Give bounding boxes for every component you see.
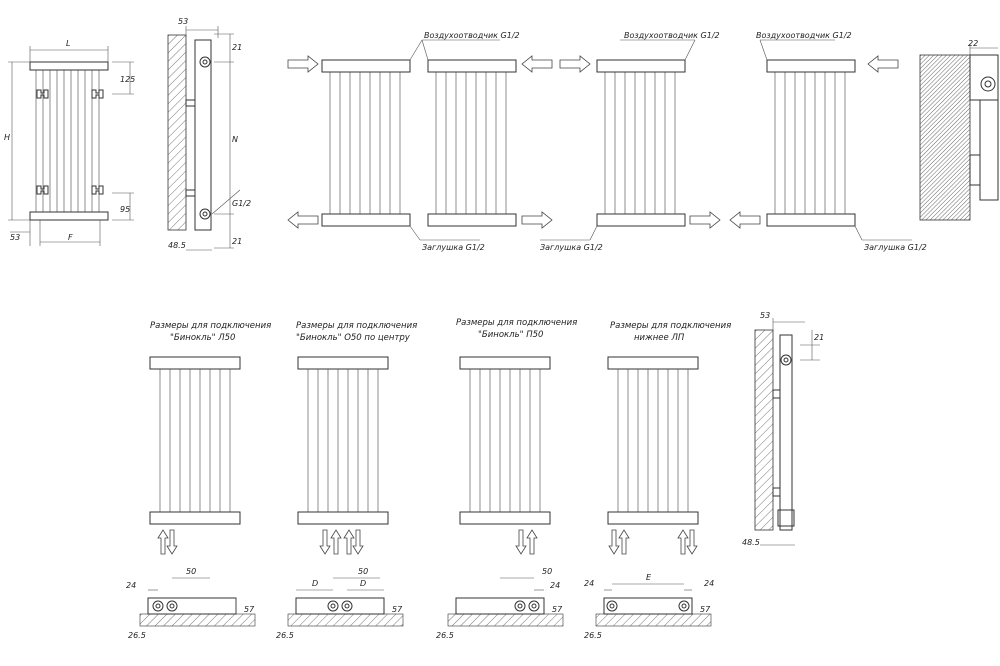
dim-22: 22 xyxy=(968,39,978,48)
caption-4-line1: Размеры для подключения xyxy=(610,321,731,331)
radiator-o50 xyxy=(297,356,389,555)
plug-label: Заглушка G1/2 xyxy=(864,243,927,252)
dim-n: N xyxy=(232,135,238,144)
dim-24-right: 24 xyxy=(704,579,714,588)
side-view-mounted: 53 21 N G1/2 21 48.5 xyxy=(167,17,251,251)
down-arrow-icon xyxy=(319,529,331,555)
radiator-l50 xyxy=(149,356,241,555)
dim-21-bottom-side: 21 xyxy=(814,333,824,342)
dim-21-bottom: 21 xyxy=(232,237,242,246)
dim-50: 50 xyxy=(186,567,196,576)
dim-53-side: 53 xyxy=(178,17,188,26)
up-arrow-icon xyxy=(157,529,169,555)
dim-26-5: 26.5 xyxy=(276,631,294,640)
dim-57: 57 xyxy=(244,605,255,614)
dim-48-5: 48.5 xyxy=(168,241,186,250)
dim-g12: G1/2 xyxy=(232,199,251,208)
up-arrow-icon xyxy=(343,529,355,555)
flow-diagram-1: Воздухоотводчик G1/2 Заглушка G1/2 xyxy=(287,31,553,252)
radiator-lp xyxy=(607,356,699,555)
wall-detail: 22 xyxy=(919,39,999,221)
flow-diagram-2: Воздухоотводчик G1/2 Заглушка G1/2 xyxy=(540,31,721,252)
dim-57: 57 xyxy=(700,605,711,614)
flow-diagram-3: Воздухоотводчик G1/2 Заглушка G1/2 xyxy=(729,31,927,252)
dim-d-right: D xyxy=(360,579,366,588)
dim-57: 57 xyxy=(392,605,403,614)
dim-95: 95 xyxy=(120,205,130,214)
inflow-arrow-icon xyxy=(287,55,319,73)
outflow-arrow-icon xyxy=(521,211,553,229)
dim-26-5: 26.5 xyxy=(128,631,146,640)
down-arrow-icon xyxy=(686,529,698,555)
up-arrow-icon xyxy=(526,529,538,555)
air-vent-label: Воздухоотводчик G1/2 xyxy=(424,31,520,40)
side-view-bottom: 53 21 48.5 xyxy=(742,311,824,547)
down-arrow-icon xyxy=(515,529,527,555)
dim-e: E xyxy=(646,573,652,582)
caption-1-line2: "Бинокль" Л50 xyxy=(170,333,235,343)
plan-o50: D D 50 57 26.5 xyxy=(276,567,404,640)
dim-57: 57 xyxy=(552,605,563,614)
dim-21-top: 21 xyxy=(232,43,242,52)
dim-24: 24 xyxy=(126,581,136,590)
outflow-arrow-icon xyxy=(287,211,319,229)
caption-3-line1: Размеры для подключения xyxy=(456,318,577,328)
caption-2-line1: Размеры для подключения xyxy=(296,321,417,331)
bracket-icon xyxy=(36,89,104,195)
down-arrow-icon xyxy=(608,529,620,555)
caption-2-line2: "Бинокль" О50 по центру xyxy=(296,333,411,343)
dim-48-5-bottom: 48.5 xyxy=(742,538,760,547)
caption-1-line1: Размеры для подключения xyxy=(150,321,271,331)
air-vent-label: Воздухоотводчик G1/2 xyxy=(624,31,720,40)
down-arrow-icon xyxy=(352,529,364,555)
dim-f: F xyxy=(68,233,73,242)
down-arrow-icon xyxy=(166,529,178,555)
inflow-arrow-icon xyxy=(867,55,899,73)
up-arrow-icon xyxy=(677,529,689,555)
radiator-p50 xyxy=(459,356,551,555)
plug-label: Заглушка G1/2 xyxy=(540,243,603,252)
plan-l50: 24 50 57 26.5 xyxy=(126,567,256,640)
up-arrow-icon xyxy=(330,529,342,555)
outflow-arrow-icon xyxy=(689,211,721,229)
dim-50: 50 xyxy=(358,567,368,576)
plan-lp: 24 E 24 57 26.5 xyxy=(584,573,714,640)
dim-125: 125 xyxy=(120,75,135,84)
dim-26-5: 26.5 xyxy=(584,631,602,640)
dim-53-bottom-side: 53 xyxy=(760,311,770,320)
dim-53-front: 53 xyxy=(10,233,20,242)
caption-3-line2: "Бинокль" П50 xyxy=(478,330,543,340)
inflow-arrow-icon xyxy=(521,55,553,73)
up-arrow-icon xyxy=(618,529,630,555)
dim-24: 24 xyxy=(550,581,560,590)
dim-h: H xyxy=(4,133,10,142)
plug-label: Заглушка G1/2 xyxy=(422,243,485,252)
air-vent-label: Воздухоотводчик G1/2 xyxy=(756,31,852,40)
dim-l: L xyxy=(66,39,70,48)
dim-50: 50 xyxy=(542,567,552,576)
outflow-arrow-icon xyxy=(729,211,761,229)
dim-24-left: 24 xyxy=(584,579,594,588)
plan-p50: 50 24 57 26.5 xyxy=(436,567,564,640)
dim-d-left: D xyxy=(312,579,318,588)
front-view-radiator: L H 125 95 53 F xyxy=(4,39,135,246)
dim-26-5: 26.5 xyxy=(436,631,454,640)
inflow-arrow-icon xyxy=(559,55,591,73)
caption-4-line2: нижнее ЛП xyxy=(634,333,685,343)
